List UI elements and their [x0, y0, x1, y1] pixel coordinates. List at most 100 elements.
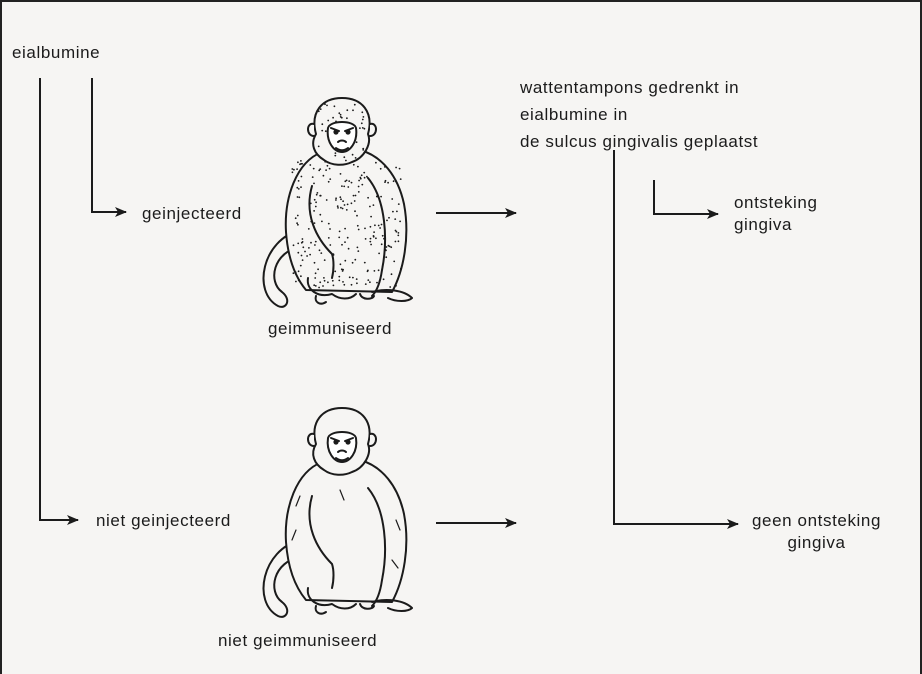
stipple-dot: [314, 262, 316, 264]
stipple-dot: [319, 168, 321, 170]
stipple-dot: [356, 282, 358, 284]
stipple-dot: [298, 188, 300, 190]
not-immunized-label: niet geimmuniseerd: [218, 630, 377, 652]
stipple-dot: [376, 196, 378, 198]
stipple-dot: [329, 244, 331, 246]
line-antigen-to-injected: [92, 78, 126, 212]
stipple-dot: [295, 272, 297, 274]
stipple-dot: [357, 225, 359, 227]
line-swab-to-inflammation: [654, 180, 718, 214]
stipple-dot: [356, 278, 358, 280]
stipple-dot: [300, 265, 302, 267]
stipple-dot: [387, 182, 389, 184]
stipple-dot: [390, 246, 392, 248]
stipple-dot: [363, 116, 365, 118]
stipple-dot: [384, 235, 386, 237]
stipple-dot: [315, 201, 317, 203]
stipple-dot: [318, 287, 320, 289]
stipple-dot: [297, 196, 299, 198]
stipple-dot: [345, 160, 347, 162]
stipple-dot: [300, 186, 302, 188]
stipple-dot: [299, 163, 301, 165]
stipple-dot: [383, 278, 385, 280]
stipple-dot: [361, 111, 363, 113]
stipple-dot: [357, 166, 359, 168]
stipple-dot: [367, 279, 369, 281]
stipple-dot: [364, 128, 366, 130]
stipple-dot: [314, 244, 316, 246]
stipple-dot: [304, 251, 306, 253]
stipple-dot: [313, 210, 315, 212]
stipple-dot: [313, 168, 315, 170]
stipple-dot: [326, 105, 328, 107]
stipple-dot: [315, 272, 317, 274]
stipple-dot: [314, 222, 316, 224]
stipple-dot: [347, 237, 349, 239]
stipple-dot: [335, 121, 337, 123]
stipple-dot: [364, 177, 366, 179]
stipple-dot: [357, 250, 359, 252]
stipple-dot: [337, 207, 339, 209]
stipple-dot: [351, 202, 353, 204]
stipple-dot: [383, 238, 385, 240]
stipple-dot: [389, 246, 391, 248]
stipple-dot: [340, 263, 342, 265]
stipple-dot: [300, 275, 302, 277]
stipple-dot: [293, 244, 295, 246]
injected-label: geinjecteerd: [142, 203, 242, 225]
stipple-dot: [365, 283, 367, 285]
stipple-dot: [374, 224, 376, 226]
stipple-dot: [347, 204, 349, 206]
stipple-dot: [324, 280, 326, 282]
stipple-dot: [342, 269, 344, 271]
stipple-dot: [358, 191, 360, 193]
stipple-dot: [356, 141, 358, 143]
stipple-dot: [340, 116, 342, 118]
stipple-dot: [362, 127, 364, 129]
stipple-dot: [339, 196, 341, 198]
stipple-dot: [325, 169, 327, 171]
stipple-dot: [324, 161, 326, 163]
stipple-dot: [332, 280, 334, 282]
stipple-dot: [303, 164, 305, 166]
stipple-dot: [375, 237, 377, 239]
stipple-dot: [343, 284, 345, 286]
stipple-dot: [328, 237, 330, 239]
stipple-dot: [297, 243, 299, 245]
stipple-dot: [347, 186, 349, 188]
stipple-dot: [393, 180, 395, 182]
stipple-dot: [370, 238, 372, 240]
stipple-dot: [335, 197, 337, 199]
stipple-dot: [381, 243, 383, 245]
stipple-dot: [325, 130, 327, 132]
stipple-dot: [320, 252, 322, 254]
stipple-dot: [327, 120, 329, 122]
stipple-dot: [386, 246, 388, 248]
stipple-dot: [296, 222, 298, 224]
stipple-dot: [366, 176, 368, 178]
stipple-dot: [378, 225, 380, 227]
stipple-dot: [342, 208, 344, 210]
stipple-dot: [298, 280, 300, 282]
stipple-dot: [358, 229, 360, 231]
not-injected-label: niet geinjecteerd: [96, 510, 231, 532]
chimpanzee-not-immunized-illustration: [264, 408, 412, 617]
stipple-dot: [365, 238, 367, 240]
stipple-dot: [297, 215, 299, 217]
stipple-dot: [394, 218, 396, 220]
stipple-dot: [343, 156, 345, 158]
stipple-dot: [321, 130, 323, 132]
stipple-dot: [339, 231, 341, 233]
stipple-dot: [380, 196, 382, 198]
stipple-dot: [355, 135, 357, 137]
stipple-dot: [392, 211, 394, 213]
stipple-dot: [333, 285, 335, 287]
line-antigen-to-not-injected: [40, 78, 78, 520]
stipple-dot: [342, 281, 344, 283]
stipple-dot: [296, 187, 298, 189]
stipple-dot: [323, 277, 325, 279]
stipple-dot: [332, 117, 334, 119]
stipple-dot: [391, 198, 393, 200]
